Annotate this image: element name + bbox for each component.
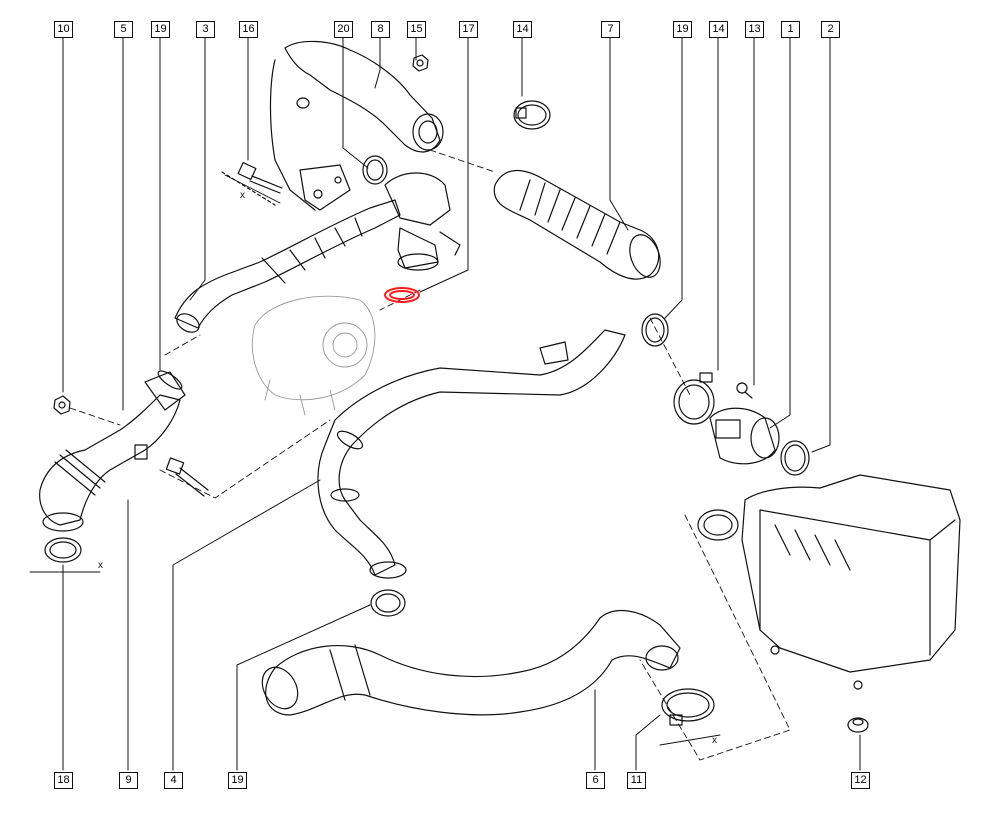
callout-17: 17 [459, 21, 478, 38]
callout-15: 15 [407, 21, 426, 38]
dimension-x-ring: x [98, 560, 103, 571]
dimension-x-clamp: x [712, 735, 717, 746]
callout-2: 2 [821, 21, 840, 38]
part-16-bolt [221, 162, 283, 206]
turbocharger-ghost [252, 295, 376, 416]
callout-18: 18 [54, 772, 73, 789]
callout-6: 6 [586, 772, 605, 789]
assembly-dashed-lines [69, 149, 791, 761]
callout-1: 1 [781, 21, 800, 38]
callout-20: 20 [334, 21, 353, 38]
part-9-stud [165, 457, 209, 497]
part-14-hose-clamp [513, 100, 551, 130]
part-13-screw [736, 382, 753, 399]
part-19-seal-lower [370, 589, 406, 617]
callout-19: 19 [151, 21, 170, 38]
callout-10: 10 [54, 21, 73, 38]
leader-lines [62, 37, 861, 771]
dimension-x-bolt: x [240, 190, 245, 201]
callout-13: 13 [745, 21, 764, 38]
part-6-lower-duct [261, 610, 681, 716]
callout-8: 8 [371, 21, 390, 38]
part-4-intercooler-pipe [317, 329, 626, 579]
part-2-seal [780, 440, 810, 476]
part-5-elbow-connector [39, 371, 186, 532]
part-11-hose-clamp [661, 688, 715, 726]
part-10-nut [53, 395, 71, 415]
part-19-seal-upper [641, 313, 669, 347]
callout-4: 4 [164, 772, 183, 789]
air-filter-housing [697, 474, 961, 690]
callout-14: 14 [709, 21, 728, 38]
part-15-nut [412, 54, 429, 72]
part-3-charge-pipe [174, 172, 461, 333]
callout-19: 19 [228, 772, 247, 789]
callout-7: 7 [601, 21, 620, 38]
part-1-airflow-sensor [709, 407, 780, 465]
callout-9: 9 [119, 772, 138, 789]
part-8-intake-manifold [269, 40, 444, 211]
callout-3: 3 [196, 21, 215, 38]
callout-16: 16 [239, 21, 258, 38]
callout-14: 14 [513, 21, 532, 38]
part-19-gasket-small [157, 370, 183, 390]
callout-19: 19 [673, 21, 692, 38]
dimension-arrows [29, 174, 721, 746]
part-7-corrugated-hose [493, 169, 661, 280]
part-12-grommet [847, 717, 869, 733]
part-20-seal [362, 155, 388, 185]
callout-5: 5 [114, 21, 133, 38]
callout-12: 12 [851, 772, 870, 789]
part-14-clamp-right [673, 372, 715, 425]
part-17-seal-highlighted [384, 287, 420, 303]
callout-11: 11 [627, 772, 646, 789]
part-18-clamp-ring [44, 537, 82, 563]
